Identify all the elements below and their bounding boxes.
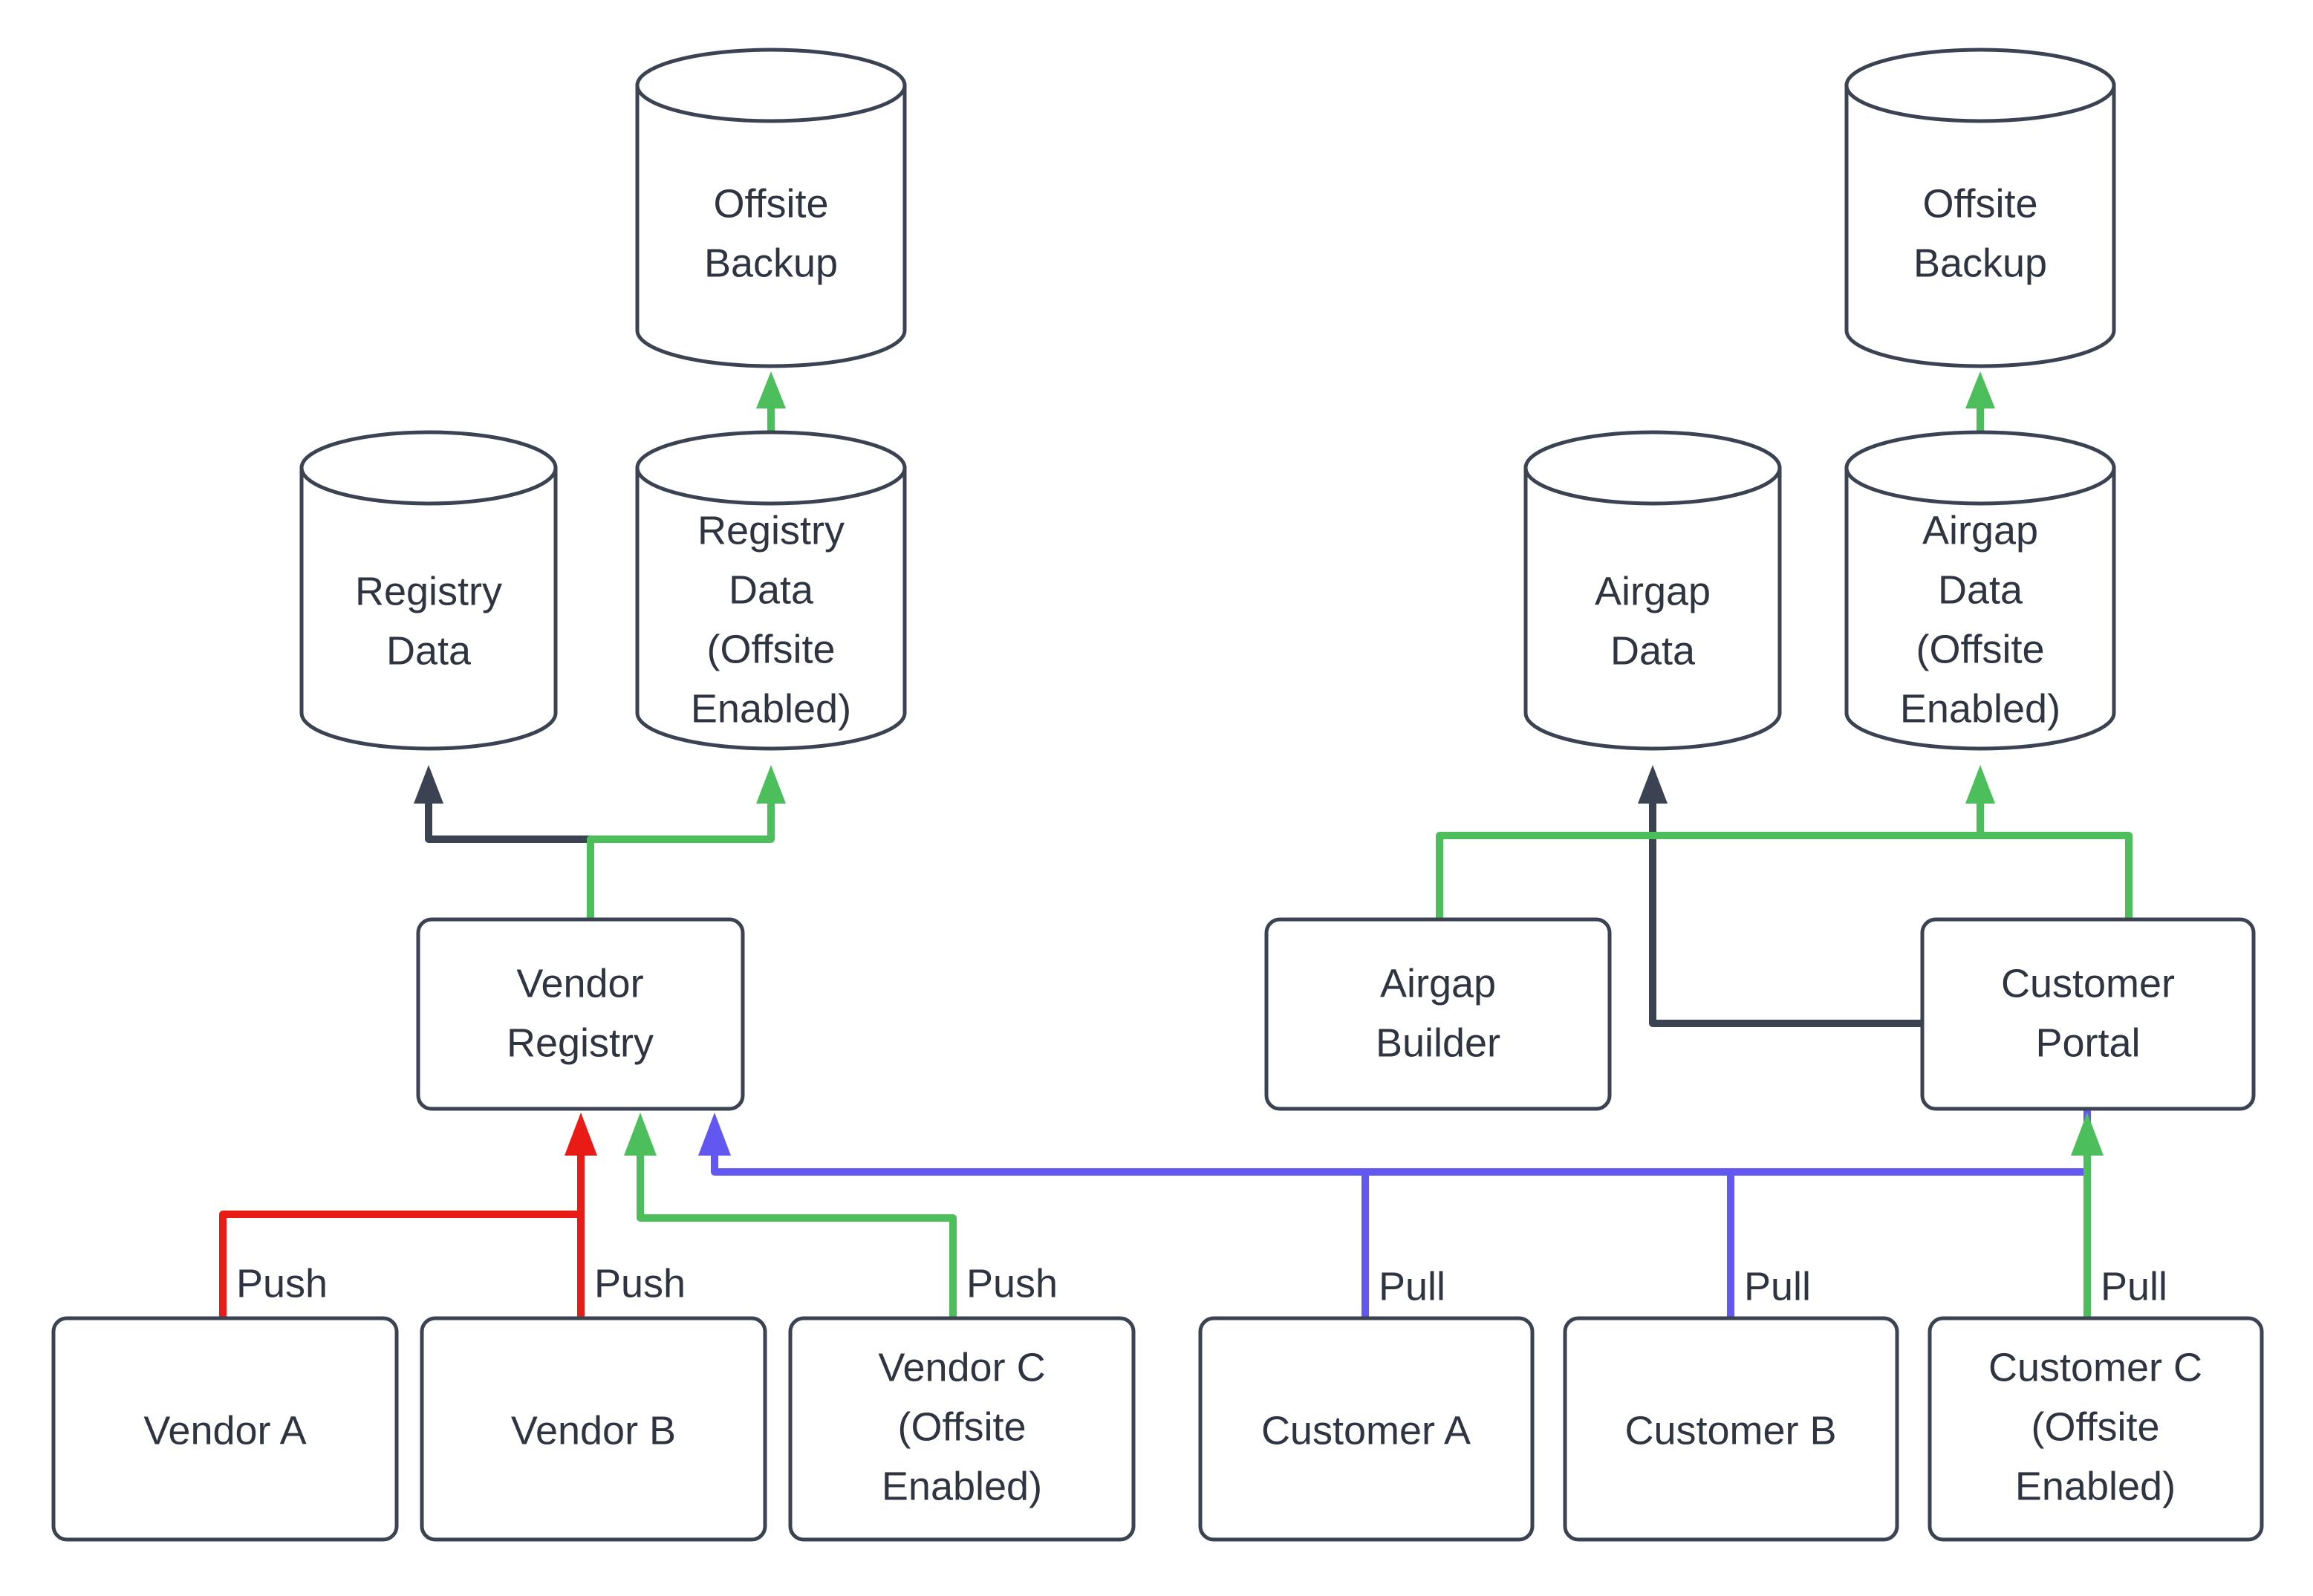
edge-label-vendor-c-push: Push: [966, 1261, 1058, 1306]
node-label-vendor-b: Vendor B: [511, 1408, 676, 1453]
edge-label-customer-a-pull: Pull: [1379, 1264, 1445, 1309]
node-label-registry-data-line1: Data: [386, 628, 472, 673]
node-label-vendor-c-line1: (Offsite: [897, 1404, 1026, 1449]
node-label-offsite-backup-left-line1: Backup: [704, 241, 838, 285]
node-label-registry-data-offsite-line3: Enabled): [691, 686, 851, 731]
node-label-airgap-data-offsite-line2: (Offsite: [1916, 627, 2044, 671]
node-customer-b[interactable]: Customer B: [1563, 1316, 1899, 1542]
node-label-customer-c-line1: (Offsite: [2031, 1404, 2159, 1449]
node-airgap-data[interactable]: Airgap Data: [1523, 430, 1782, 751]
node-registry-data[interactable]: Registry Data: [299, 430, 558, 751]
node-offsite-backup-right[interactable]: Offsite Backup: [1844, 48, 2116, 368]
edge-customer-portal-to-airgap-offsite: [1977, 795, 2133, 921]
edge-airgap-offsite-to-offsite-backup: [1965, 371, 1995, 434]
node-customer-a[interactable]: Customer A: [1198, 1316, 1535, 1542]
edge-vendor-c-push: [624, 1113, 957, 1322]
node-vendor-registry[interactable]: Vendor Registry: [416, 917, 745, 1111]
node-label-customer-portal-line1: Portal: [2035, 1020, 2140, 1065]
node-label-vendor-c-line0: Vendor C: [878, 1345, 1045, 1390]
node-label-vendor-registry-line1: Registry: [507, 1020, 654, 1065]
node-label-airgap-data-line1: Data: [1610, 628, 1696, 673]
node-offsite-backup-left[interactable]: Offsite Backup: [635, 48, 907, 368]
node-label-vendor-c-line2: Enabled): [882, 1464, 1042, 1508]
node-label-airgap-data-offsite-line3: Enabled): [1900, 686, 2060, 731]
node-label-airgap-data-offsite-line0: Airgap: [1922, 508, 2038, 553]
node-label-customer-a: Customer A: [1261, 1408, 1471, 1453]
node-label-vendor-registry-line0: Vendor: [516, 961, 643, 1006]
node-label-vendor-a: Vendor A: [143, 1408, 306, 1453]
node-label-airgap-builder-line1: Builder: [1376, 1020, 1500, 1065]
node-label-airgap-data-line0: Airgap: [1595, 569, 1711, 613]
edge-label-customer-b-pull: Pull: [1744, 1264, 1811, 1309]
edge-registry-offsite-to-offsite-backup: [756, 371, 786, 434]
node-airgap-builder[interactable]: Airgap Builder: [1264, 917, 1612, 1111]
node-label-airgap-builder-line0: Airgap: [1380, 961, 1496, 1006]
edge-label-vendor-b-push: Push: [594, 1261, 686, 1306]
node-label-offsite-backup-right-line0: Offsite: [1922, 181, 2037, 226]
node-label-offsite-backup-right-line1: Backup: [1913, 241, 2047, 285]
node-label-customer-c-line2: Enabled): [2015, 1464, 2176, 1508]
node-registry-data-offsite[interactable]: Registry Data (Offsite Enabled): [635, 430, 907, 751]
edge-customer-c-pull: [2071, 1113, 2104, 1322]
edge-vendor-registry-to-registry-data: [414, 765, 594, 921]
node-label-customer-b: Customer B: [1624, 1408, 1836, 1453]
edge-vendor-registry-to-registry-data-offsite: [587, 765, 786, 921]
node-label-customer-c-line0: Customer C: [1988, 1345, 2202, 1390]
node-vendor-a[interactable]: Vendor A: [51, 1316, 399, 1542]
node-label-offsite-backup-left-line0: Offsite: [713, 181, 828, 226]
node-customer-portal[interactable]: Customer Portal: [1920, 917, 2256, 1111]
edge-label-vendor-a-push: Push: [236, 1261, 328, 1306]
node-airgap-data-offsite[interactable]: Airgap Data (Offsite Enabled): [1844, 430, 2116, 751]
node-label-registry-data-offsite-line0: Registry: [697, 508, 845, 553]
node-vendor-b[interactable]: Vendor B: [420, 1316, 767, 1542]
edge-customer-portal-to-airgap-data: [1638, 765, 1925, 1027]
node-label-registry-data-offsite-line2: (Offsite: [706, 627, 835, 671]
node-label-airgap-data-offsite-line1: Data: [1938, 567, 2023, 612]
node-customer-c[interactable]: Customer C (Offsite Enabled): [1928, 1316, 2264, 1542]
edge-airgap-builder-to-airgap-offsite: [1436, 765, 1995, 921]
edge-label-customer-c-pull: Pull: [2101, 1264, 2167, 1309]
node-label-customer-portal-line0: Customer: [2001, 961, 2175, 1006]
node-vendor-c[interactable]: Vendor C (Offsite Enabled): [788, 1316, 1136, 1542]
node-label-registry-data-offsite-line1: Data: [729, 567, 814, 612]
node-label-registry-data-line0: Registry: [355, 569, 502, 613]
